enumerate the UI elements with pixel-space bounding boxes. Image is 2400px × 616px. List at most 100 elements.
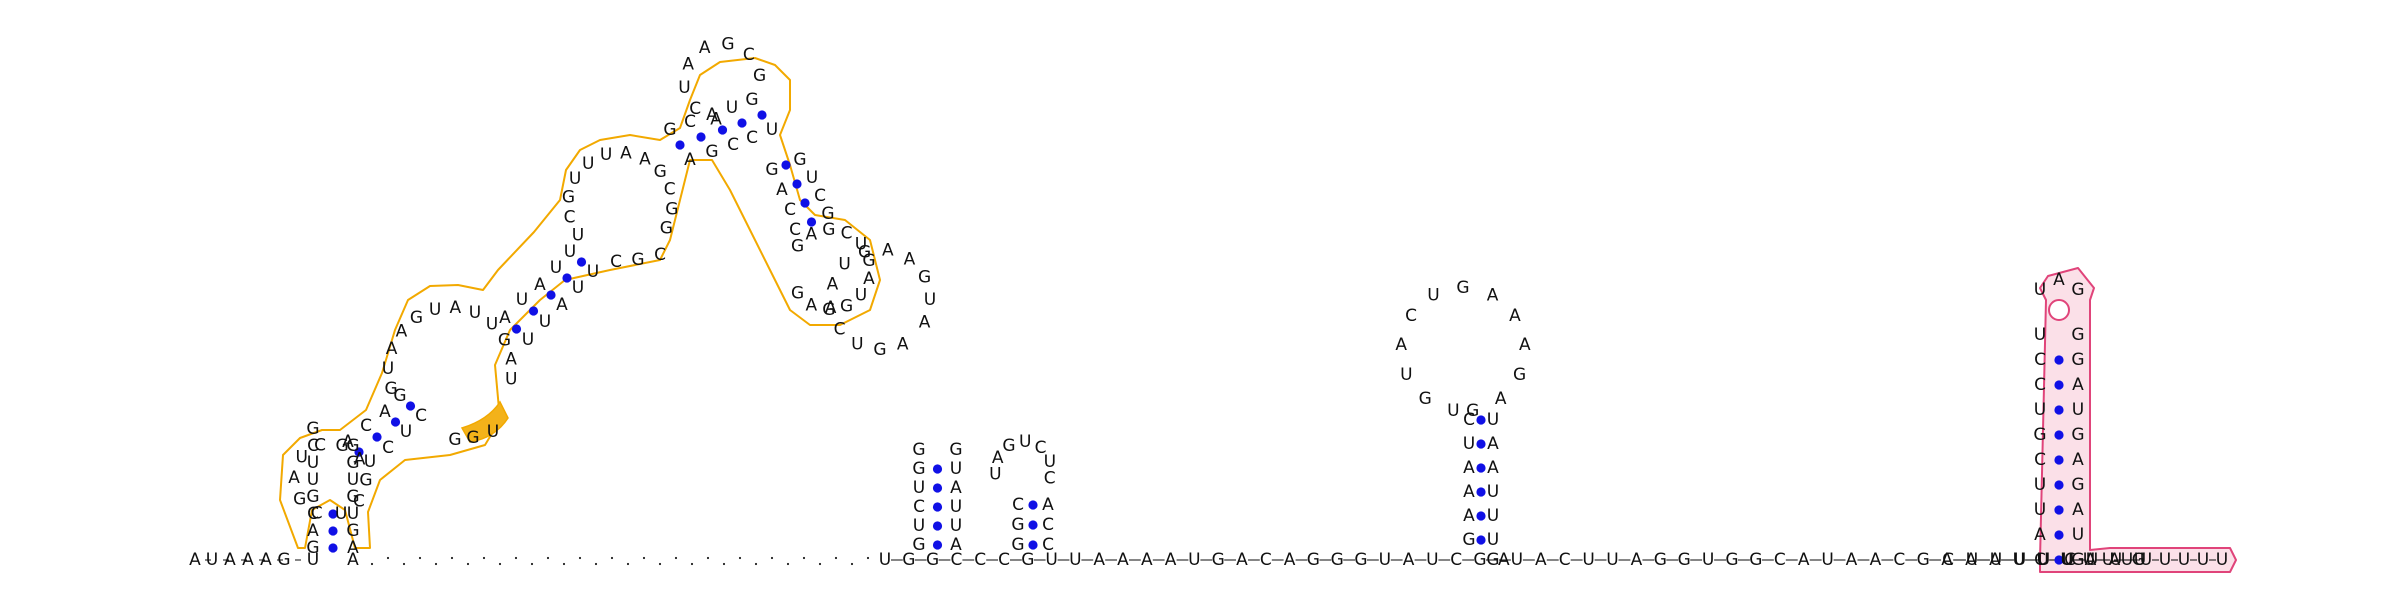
nucleotide: A: [806, 225, 818, 245]
nucleotide: U: [1511, 550, 1523, 570]
base-pair-dot: [2054, 530, 2064, 540]
nucleotide: A: [1395, 335, 1407, 355]
nucleotide: G: [335, 436, 348, 456]
nucleotide: A: [1535, 550, 1547, 570]
linker-dot: [386, 556, 390, 560]
orange-filled-segment: [460, 400, 509, 443]
base-pair-dot: [328, 526, 338, 536]
base-pair-dot: [2054, 455, 2064, 465]
nucleotide: U: [1966, 550, 1978, 570]
nucleotide: U: [2014, 550, 2026, 570]
linker-dot: [450, 556, 454, 560]
nucleotide: G: [1354, 550, 1367, 570]
nucleotide: G: [1002, 436, 1015, 456]
nucleotide: U: [806, 168, 818, 188]
nucleotide: C: [1942, 550, 1954, 570]
nucleotide: U: [1487, 506, 1499, 526]
nucleotide: A: [288, 468, 300, 488]
nucleotide: C: [2034, 375, 2046, 395]
nucleotide: C: [684, 112, 696, 132]
base-pair-dot: [1476, 463, 1486, 473]
nucleotide: A: [2072, 450, 2084, 470]
nucleotide: U: [522, 330, 534, 350]
nucleotide: C: [1450, 550, 1462, 570]
nucleotide: A: [556, 295, 568, 315]
nucleotide: A: [1798, 550, 1810, 570]
nucleotide: U: [1606, 550, 1618, 570]
nucleotide: G: [1419, 389, 1432, 409]
nucleotide: U: [950, 516, 962, 536]
linker-dot: [610, 556, 614, 560]
nucleotide: G: [1473, 550, 1486, 570]
nucleotide: U: [2034, 400, 2046, 420]
base-pair-dot: [757, 110, 767, 120]
nucleotide: A: [682, 55, 694, 75]
nucleotide: G: [1462, 530, 1475, 550]
nucleotide: U: [879, 550, 891, 570]
linker-dot: [578, 556, 582, 560]
orange-highlight: [279, 57, 881, 549]
nucleotide: A: [342, 432, 354, 452]
nucleotide: G: [2071, 350, 2084, 370]
nucleotide: G: [721, 34, 734, 54]
nucleotide: U: [1990, 550, 2002, 570]
base-pair-dot: [675, 140, 685, 150]
nucleotide: A: [776, 180, 788, 200]
pink-highlight: [2039, 267, 2237, 573]
nucleotide: A: [882, 241, 894, 261]
linker-dot: [546, 556, 550, 560]
linker-dot: [482, 556, 486, 560]
nucleotide: U: [539, 312, 551, 332]
nucleotide: G: [346, 521, 359, 541]
nucleotide: A: [706, 105, 718, 125]
nucleotide: U: [1379, 550, 1391, 570]
nucleotide: G: [2071, 475, 2084, 495]
nucleotide: G: [2132, 550, 2145, 570]
nucleotide: U: [1427, 286, 1439, 306]
linker-dot: [642, 556, 646, 560]
nucleotide: C: [727, 135, 739, 155]
nucleotide: G: [840, 296, 853, 316]
nucleotide: A: [1463, 482, 1475, 502]
linker-dot: [770, 556, 774, 560]
nucleotide: A: [639, 149, 651, 169]
nucleotide: U: [1069, 550, 1081, 570]
nucleotide: G: [822, 220, 835, 240]
nucleotide: C: [2034, 350, 2046, 370]
nucleotide: U: [726, 98, 738, 118]
nucleotide: A: [1093, 550, 1105, 570]
nucleotide: C: [353, 491, 365, 511]
nucleotide: A: [1631, 550, 1643, 570]
nucleotide: U: [2034, 325, 2046, 345]
nucleotide: U: [400, 422, 412, 442]
nucleotide: C: [1042, 515, 1054, 535]
nucleotide: C: [834, 319, 846, 339]
nucleotide: A: [499, 308, 511, 328]
nucleotide: U: [600, 145, 612, 165]
linker-dot: [514, 556, 518, 560]
linker-dot: [674, 556, 678, 560]
nucleotide: C: [564, 207, 576, 227]
nucleotide: U: [307, 453, 319, 473]
nucleotide: C: [1260, 550, 1272, 570]
nucleotide: G: [1307, 550, 1320, 570]
nucleotide: A: [2072, 375, 2084, 395]
linker-dot: [402, 562, 406, 566]
nucleotide: U: [678, 78, 690, 98]
nucleotide: C: [314, 435, 326, 455]
nucleotide: G: [466, 428, 479, 448]
nucleotide: U: [307, 550, 319, 570]
linker-dot: [738, 556, 742, 560]
nucleotide: G: [393, 386, 406, 406]
base-pair-dot: [1476, 487, 1486, 497]
nucleotide: A: [2034, 525, 2046, 545]
nucleotide: G: [277, 550, 290, 570]
nucleotide: A: [347, 550, 359, 570]
nucleotide: G: [663, 120, 676, 140]
base-pair-dot: [2054, 380, 2064, 390]
nucleotide: U: [486, 314, 498, 334]
nucleotide: U: [587, 262, 599, 282]
nucleotide: G: [862, 251, 875, 271]
base-pair-dot: [2054, 355, 2064, 365]
nucleotide: C: [415, 406, 427, 426]
